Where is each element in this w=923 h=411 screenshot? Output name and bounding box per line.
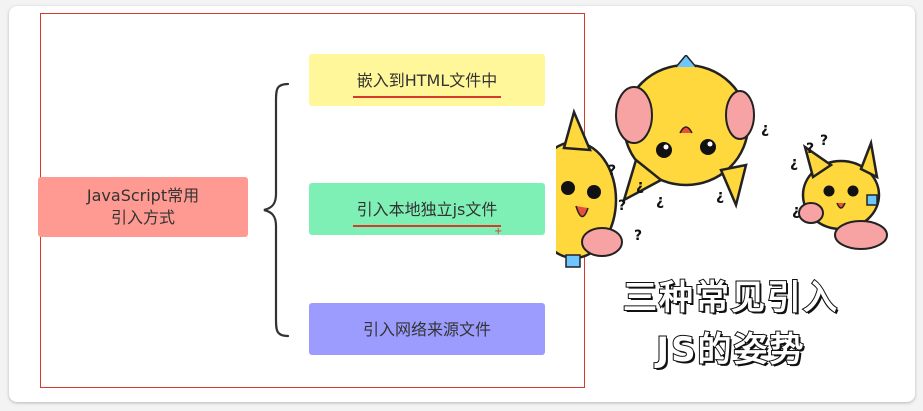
svg-text:¿: ¿ [792,203,800,219]
svg-text:¿: ¿ [636,178,644,194]
branch-node-local-js[interactable]: 引入本地独立js文件 [309,183,545,235]
branch-label: 嵌入到HTML文件中 [352,67,501,98]
art-title-line2: JS的姿势 [655,329,806,371]
svg-text:¿: ¿ [761,121,769,137]
svg-text:¿: ¿ [790,155,798,171]
root-node-line1: JavaScript常用 [86,186,200,205]
branch-node-network-file[interactable]: 引入网络来源文件 [309,303,545,355]
cartoon-cats-illustration: ? ¿ ? ¿ ? ¿ ¿ ? ? ¿ ¿ [556,55,888,268]
branch-node-embed-html[interactable]: 嵌入到HTML文件中 [309,54,545,106]
cat-small [798,138,888,250]
cat-big [615,55,755,209]
svg-text:?: ? [806,141,814,157]
svg-text:?: ? [634,228,642,244]
svg-text:¿: ¿ [716,188,724,204]
art-title-line1: 三种常见引入 [622,277,839,319]
crosshair-cursor-icon: + [494,226,503,237]
svg-text:¿: ¿ [656,193,664,209]
cat-left [556,108,623,268]
brace-connector [263,82,290,338]
root-node[interactable]: JavaScript常用 引入方式 [38,177,248,237]
root-node-line2: 引入方式 [110,208,175,227]
svg-text:?: ? [608,163,616,179]
svg-text:?: ? [618,198,626,214]
branch-label: 引入网络来源文件 [362,319,491,339]
svg-text:?: ? [820,133,828,149]
branch-label: 引入本地独立js文件 [352,196,502,227]
